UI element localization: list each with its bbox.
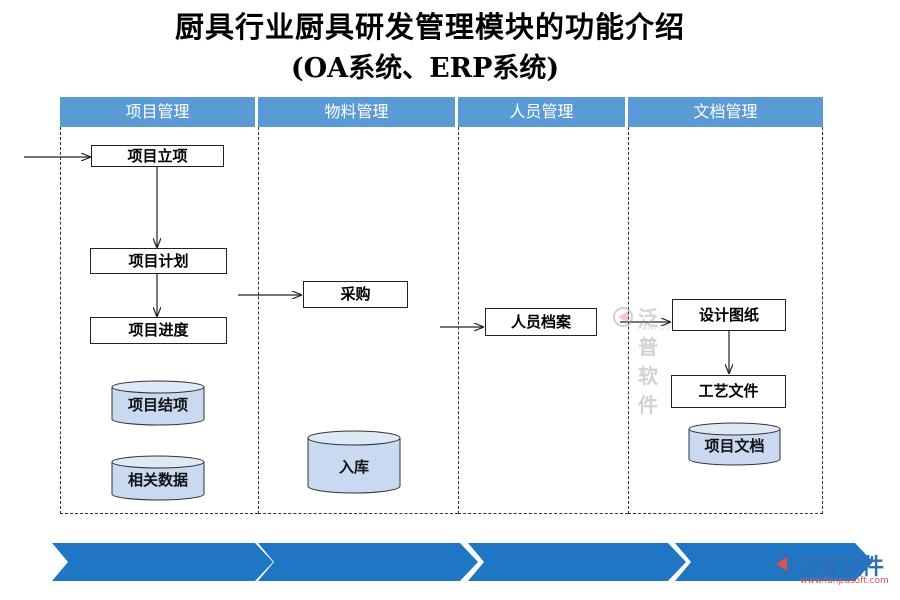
process-chevron-banner: [52, 543, 873, 581]
node-personnel-file: 人员档案: [485, 308, 597, 336]
database-icon: [111, 380, 205, 426]
db-label: 相关数据: [127, 471, 188, 489]
lane-document: [628, 127, 823, 514]
fanpu-watermark-icon: [613, 307, 633, 327]
watermark: 泛普软件 FANPUSOFT.COM: [612, 304, 709, 417]
lane-header-document: 文档管理: [628, 97, 823, 127]
db-label: 项目结项: [127, 396, 188, 414]
logo-text: 泛普软件: [796, 555, 885, 580]
node-purchase: 采购: [303, 281, 408, 308]
watermark-text: 泛普软件: [638, 306, 658, 417]
node-process-file: 工艺文件: [671, 375, 786, 408]
lane-material: [258, 127, 458, 514]
db-related-data: 相关数据: [111, 455, 205, 501]
chevron-4: [675, 543, 873, 581]
db-label: 入库: [338, 458, 369, 476]
chevron-2: [258, 543, 478, 581]
node-design-drawing: 设计图纸: [672, 299, 786, 331]
db-warehouse-in: 入库: [307, 430, 401, 494]
database-icon: [307, 430, 401, 494]
logo-url: www.fanpusoft.com: [800, 576, 889, 586]
lane-header-project: 项目管理: [60, 97, 255, 127]
node-project-progress: 项目进度: [90, 317, 227, 344]
lane-header-material: 物料管理: [258, 97, 455, 127]
database-icon: [111, 455, 205, 501]
node-project-plan: 项目计划: [90, 248, 227, 274]
fanpu-logo-icon: [770, 552, 794, 576]
db-project-docs: 项目文档: [688, 422, 781, 466]
lane-project: [60, 127, 258, 514]
chevron-3: [468, 543, 686, 581]
node-project-setup: 项目立项: [91, 145, 224, 167]
diagram-subtitle: (OA系统、ERP系统): [290, 53, 560, 84]
database-icon: [688, 422, 781, 466]
db-project-closure: 项目结项: [111, 380, 205, 426]
lane-personnel: [458, 127, 628, 514]
db-label: 项目文档: [704, 437, 765, 455]
lane-header-personnel: 人员管理: [458, 97, 625, 127]
fanpu-logo: 泛普软件 www.fanpusoft.com: [770, 551, 889, 586]
chevron-1: [52, 543, 273, 581]
diagram-title: 厨具行业厨具研发管理模块的功能介绍: [174, 10, 685, 44]
